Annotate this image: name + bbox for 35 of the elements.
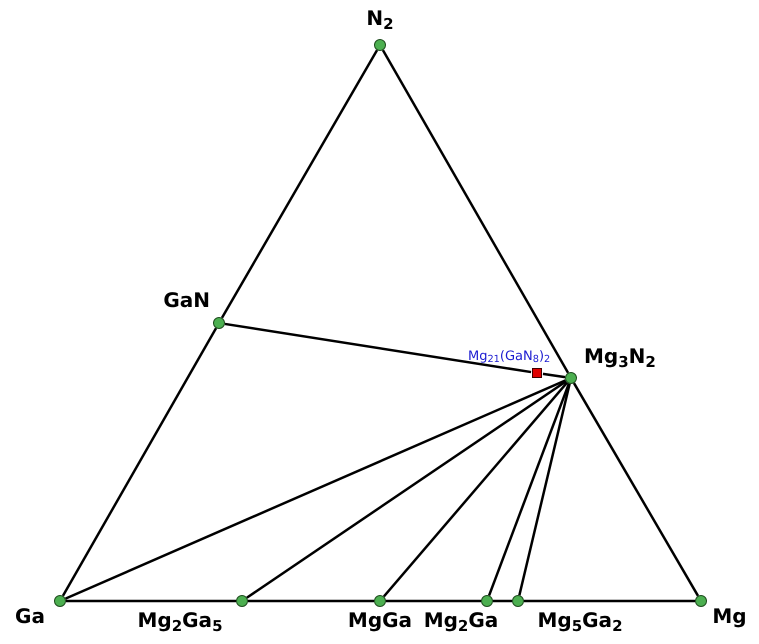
tie-line xyxy=(224,322,532,374)
point-marker xyxy=(565,372,577,384)
compound-label: Mg$_{2}$Ga xyxy=(422,608,500,633)
tie-line xyxy=(542,372,566,378)
compound-label: Mg$_{21}$(GaN$_{8}$)$_{2}$ xyxy=(468,349,550,366)
tie-line xyxy=(248,600,374,602)
tie-line xyxy=(572,382,700,596)
compound-label: Mg xyxy=(711,604,748,629)
tie-line xyxy=(62,328,218,596)
tie-line xyxy=(386,600,481,602)
compound-label: Mg$_{3}$N$_{2}$ xyxy=(584,344,657,369)
compound-label: N$_{2}$ xyxy=(365,6,395,31)
tie-line xyxy=(382,382,568,598)
compound-label: Mg$_{2}$Ga$_{5}$ xyxy=(136,608,224,633)
point-marker xyxy=(512,595,524,607)
square-marker xyxy=(532,368,542,378)
compound-label: GaN xyxy=(162,288,210,313)
tie-line xyxy=(518,384,571,596)
point-marker xyxy=(374,595,386,607)
point-marker xyxy=(54,595,66,607)
tie-line xyxy=(66,600,236,602)
tie-line xyxy=(493,600,512,602)
tie-line xyxy=(382,50,570,374)
tie-line xyxy=(488,383,570,596)
compound-label: Ga xyxy=(14,604,46,629)
tie-line xyxy=(246,380,567,599)
point-marker xyxy=(236,595,248,607)
point-marker xyxy=(695,595,707,607)
point-marker xyxy=(213,317,225,329)
tie-line xyxy=(65,379,566,600)
point-marker xyxy=(374,39,386,51)
point-marker xyxy=(481,595,493,607)
compound-label: Mg$_{5}$Ga$_{2}$ xyxy=(536,608,624,633)
tie-line xyxy=(524,600,695,602)
tie-line xyxy=(220,50,378,318)
